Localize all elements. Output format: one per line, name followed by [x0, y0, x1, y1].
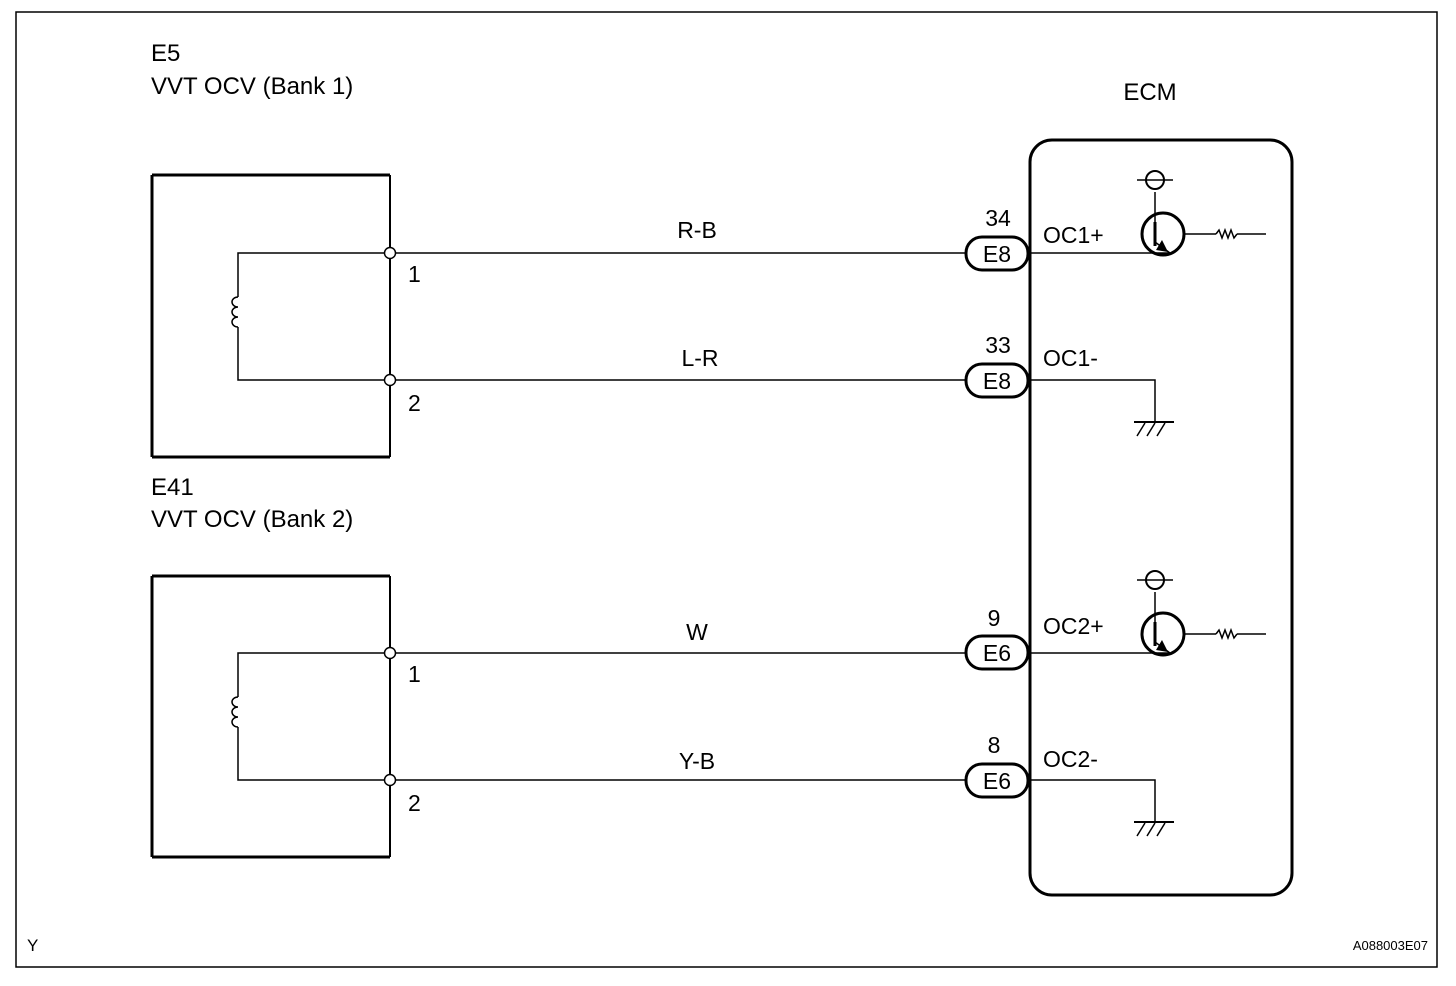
ecm-pin-number: 33 [985, 332, 1011, 358]
coil-bank1 [231, 252, 390, 381]
ocv-bank1-box [150, 173, 391, 459]
connector-label: E8 [983, 241, 1011, 267]
ecm-terminal-label: OC1- [1043, 345, 1098, 371]
ground-icon [1028, 779, 1174, 837]
connector-label: E6 [983, 640, 1011, 666]
ocv-bank2-pin1-label: 1 [408, 661, 421, 687]
ocv-bank1-pin1-terminal [383, 246, 397, 260]
ocv-bank2-name: VVT OCV (Bank 2) [151, 506, 353, 533]
wire-color-label: W [686, 619, 708, 645]
ecm-pin-number: 34 [985, 205, 1011, 231]
power-source-icon [1137, 570, 1173, 590]
ocv-bank1-code: E5 [151, 40, 180, 67]
ocv-bank1-pin1-label: 1 [408, 261, 421, 287]
wire-color-label: Y-B [679, 748, 715, 774]
connector-label: E8 [983, 368, 1011, 394]
diagram-border [15, 11, 1438, 968]
ground-icon [1028, 379, 1174, 437]
figure-id: A088003E07 [1353, 938, 1428, 953]
ecm-pin-number: 8 [988, 732, 1001, 758]
ocv-bank2-box [150, 574, 391, 859]
ocv-bank2-code: E41 [151, 474, 194, 501]
wire-color-label: L-R [681, 345, 718, 371]
ocv-bank1-pin2-terminal [383, 373, 397, 387]
footer-left-code: Y [27, 936, 38, 955]
ecm-terminal-label: OC2+ [1043, 613, 1104, 639]
connector-label: E6 [983, 768, 1011, 794]
ocv-bank1-name: VVT OCV (Bank 1) [151, 73, 353, 100]
ecm-box [1028, 138, 1294, 897]
ecm-label: ECM [1123, 79, 1176, 106]
ecm-terminal-label: OC1+ [1043, 222, 1104, 248]
coil-bank2 [231, 652, 390, 781]
ocv-bank1-pin2-label: 2 [408, 390, 421, 416]
ecm-pin-number: 9 [988, 605, 1001, 631]
ecm-terminal-label: OC2- [1043, 746, 1098, 772]
transistor-oc2 [1028, 592, 1266, 657]
ocv-bank2-pin1-terminal [383, 646, 397, 660]
transistor-oc1 [1028, 192, 1266, 257]
ocv-bank2-pin2-label: 2 [408, 790, 421, 816]
ocv-bank2-pin2-terminal [383, 773, 397, 787]
wire-color-label: R-B [677, 217, 717, 243]
power-source-icon [1137, 170, 1173, 190]
